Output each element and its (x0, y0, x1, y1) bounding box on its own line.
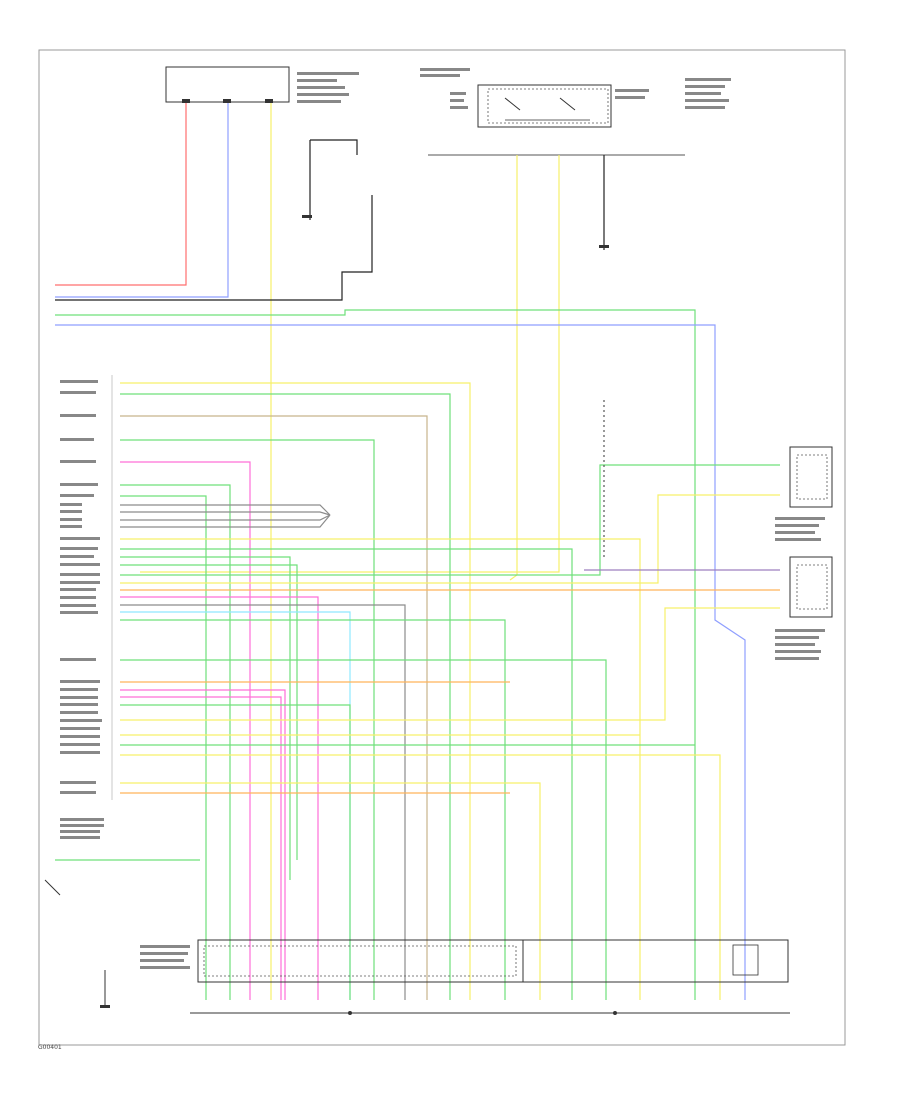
diagram-frame (38, 49, 846, 1046)
right-sensors (775, 446, 833, 660)
top-module (165, 66, 359, 103)
bottom-connector (140, 939, 790, 1015)
ground-symbols (44, 215, 609, 1008)
wire-runs (55, 103, 780, 1000)
connector-pin-labels (60, 375, 113, 839)
relay-box (420, 68, 731, 156)
diagram-code: G00401 (38, 1044, 62, 1051)
